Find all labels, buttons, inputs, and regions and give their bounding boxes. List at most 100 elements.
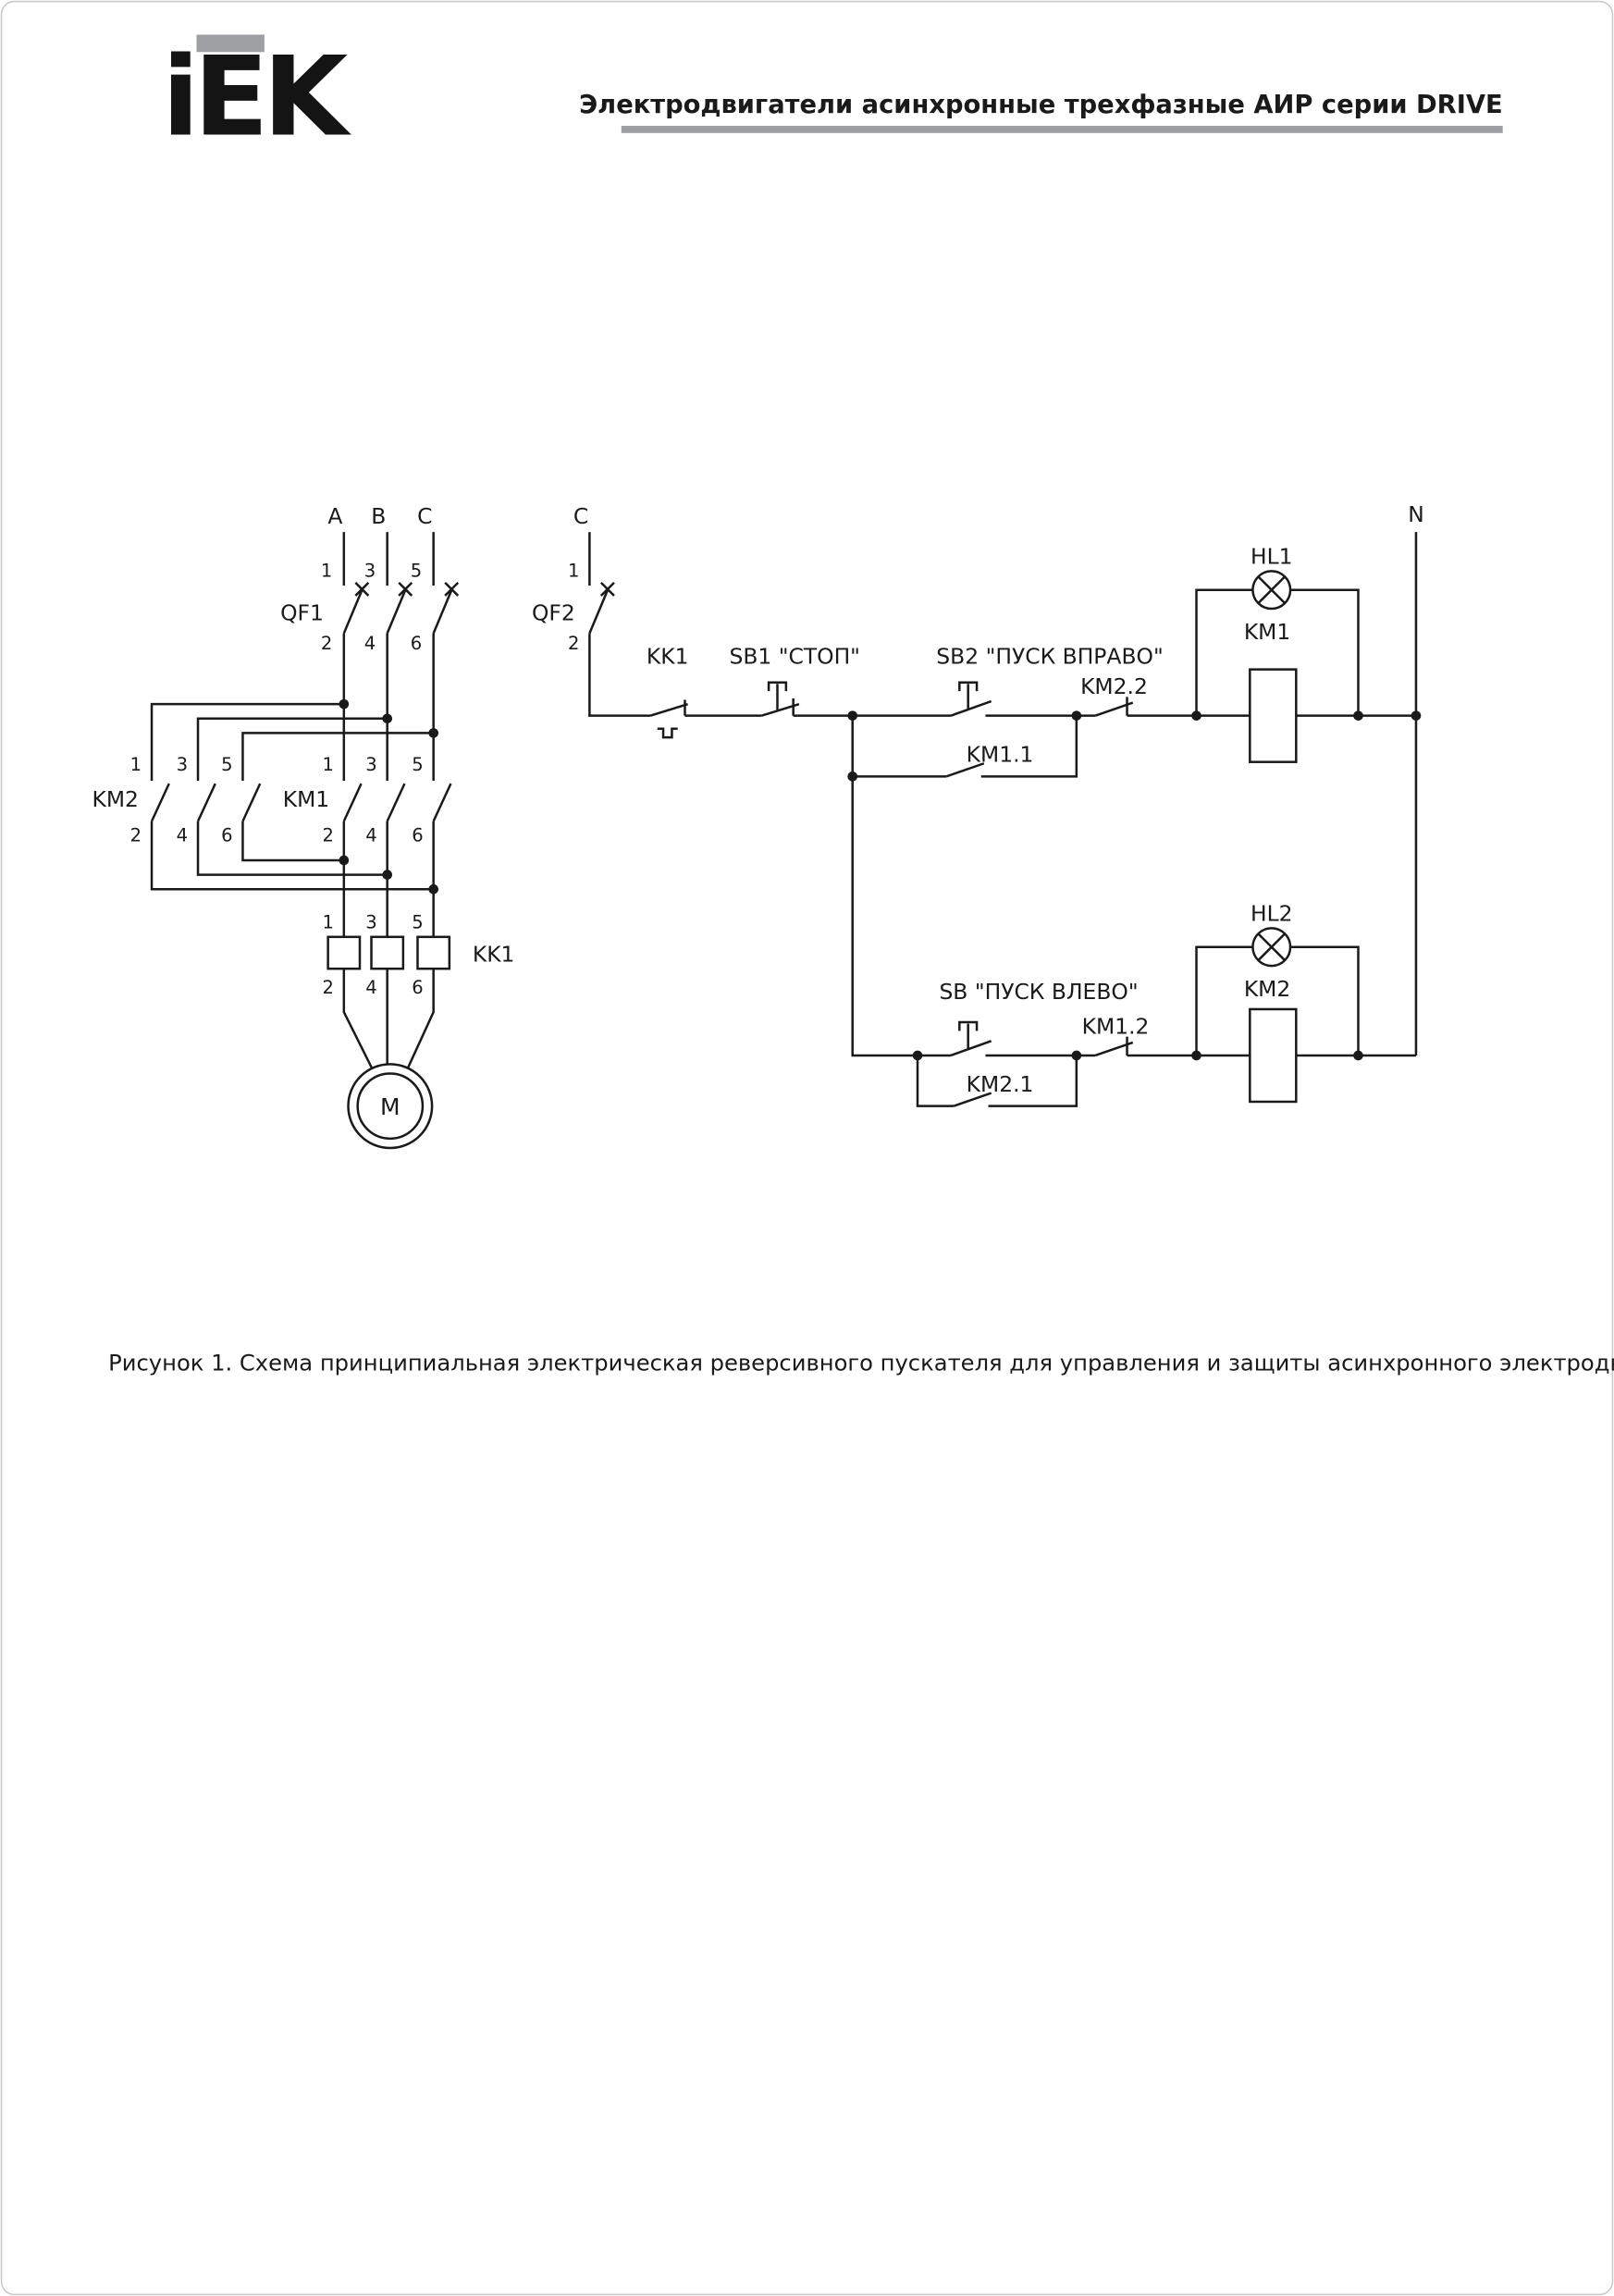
junction-dot [912,1050,923,1061]
junction-dot [847,710,858,721]
thermal-element [370,935,405,970]
km2-1-latch-branch [916,1055,1078,1107]
terminal-number: 5 [221,754,232,775]
sb2-label: SB2 "ПУСК ВПРАВО" [936,643,1163,669]
terminal-number: 1 [322,754,333,775]
junction-dot [1411,710,1422,721]
phase-c-control-label: C [573,503,588,529]
figure-caption: Рисунок 1. Схема принципиальная электрич… [108,1351,1614,1376]
thermal-element [326,935,362,970]
wire [588,633,650,717]
wire [988,1055,1078,1107]
terminal-number: 5 [411,561,422,582]
lamp-cross-icon [1257,932,1286,961]
wire [980,715,1078,778]
power-circuit: M A B C QF1 1 3 5 2 4 6 KM2 KM1 1 3 5 2 … [92,503,514,1150]
junction-dot [1353,710,1363,721]
breaker-blade [342,587,454,635]
terminal-number: 5 [412,911,423,932]
junction-dot [428,728,438,738]
motor-symbol: M [347,1063,434,1150]
terminal-number: 2 [321,633,332,654]
contact-blade [649,702,688,717]
junction-dot [382,713,392,724]
terminal-number: 4 [365,977,376,998]
junction-dot [428,883,438,895]
iek-logo: iEK [162,33,351,161]
phase-c-label: C [417,503,432,529]
terminal-number: 1 [568,561,579,582]
km1-1-latch-branch [852,715,1078,778]
phase-b-label: B [371,503,386,529]
terminal-number: 2 [568,633,579,654]
hl1-label: HL1 [1251,544,1293,570]
contact-blade [950,1040,992,1057]
junction-dot [1353,1050,1363,1061]
terminal-number: 6 [412,825,423,846]
kk1-thermal-relay [326,935,451,970]
terminal-number: 2 [322,977,333,998]
hl1-lamp-branch [1195,570,1360,716]
pushbutton-actuator-icon [767,681,788,710]
hl2-label: HL2 [1251,901,1293,927]
thermal-release-icon [657,727,678,739]
wire [150,821,434,891]
terminal-number: 6 [221,825,232,846]
junction-dot [1191,1050,1201,1061]
junction-dot [847,772,858,782]
qf2-breaker [588,581,615,635]
terminal-number: 2 [130,825,142,846]
terminal-number: 3 [365,911,376,932]
contact-blade [950,699,992,717]
km2-coil-label: KM2 [1244,976,1290,1002]
km2-label: KM2 [92,786,139,812]
junction-dot [1191,710,1201,721]
pushbutton-actuator-icon [958,681,979,709]
wire [1195,588,1360,716]
hl2-lamp-branch [1195,927,1360,1055]
junction-dot [1071,710,1082,721]
phase-a-label: A [327,503,342,529]
breaker-cross-icon [599,581,615,597]
km2-contactor [150,783,262,822]
neutral-label: N [1408,501,1424,527]
km1-1-label: KM1.1 [967,742,1034,768]
km2-1-label: KM2.1 [967,1071,1034,1097]
junction-dot [339,855,350,866]
sb-start-left-button [950,1020,992,1057]
contact-blade [953,1092,992,1107]
wire [916,1055,955,1107]
km1-label: KM1 [283,786,329,812]
km1-2-label: KM1.2 [1082,1014,1150,1040]
contact-blade [150,783,262,822]
wire [342,532,435,586]
terminal-number: 5 [412,754,423,775]
km1-coil-label: KM1 [1244,619,1290,645]
motor-letter: M [380,1093,400,1120]
kk1-control-label: KK1 [647,643,689,669]
sb-label: SB "ПУСК ВЛЕВО" [939,979,1138,1005]
terminal-number: 1 [322,911,333,932]
page-title: Электродвигатели асинхронные трехфазные … [579,91,1503,119]
contact-blade [342,783,452,822]
terminal-number: 6 [412,977,423,998]
terminal-number: 4 [177,825,188,846]
motor-inner-circle [356,1072,425,1141]
pushbutton-actuator-icon [958,1020,979,1050]
km2-coil [1249,1007,1298,1104]
lamp-cross-icon [1257,575,1286,604]
control-circuit: C N 1 QF2 2 KK1 SB1 "СТОП" SB2 "ПУСК ВПР… [532,501,1424,1107]
qf2-label: QF2 [532,600,575,626]
contact-blade [945,762,985,778]
terminal-number: 6 [411,633,422,654]
header-rule [621,125,1503,133]
km2-2-label: KM2.2 [1080,673,1148,699]
km1-contactor [342,783,452,822]
sb2-start-right-button [950,681,992,717]
km2-2-interlock-contact [1094,697,1134,717]
motor-outer-circle [347,1063,434,1150]
terminal-number: 2 [322,825,333,846]
